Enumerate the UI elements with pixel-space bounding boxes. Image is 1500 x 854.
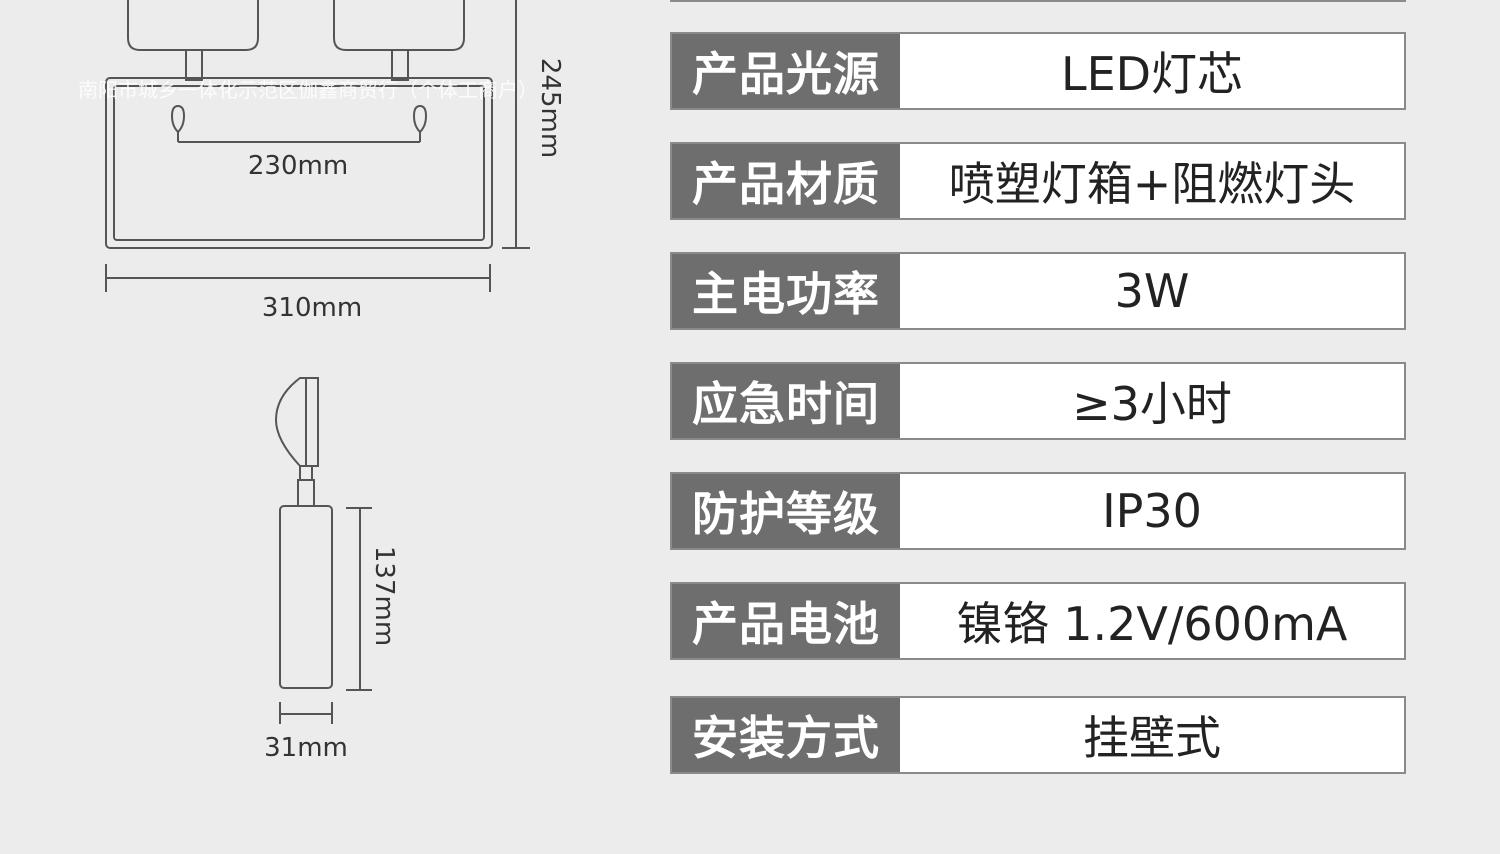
spec-value: 镍铬 1.2V/600mA: [956, 597, 1348, 651]
spec-row-installation: 安装方式 挂壁式: [670, 696, 1406, 774]
spec-value: LED灯芯: [1060, 47, 1244, 101]
spec-label: 主电功率: [672, 254, 900, 328]
side-body: [279, 505, 333, 689]
mount-width-label: 230mm: [248, 151, 348, 181]
side-lamp-head: [274, 377, 319, 467]
spec-label: 安装方式: [672, 698, 900, 772]
right-lamp-head: [333, 0, 465, 51]
product-dimension-diagram: 230mm 310mm 31mm 245mm 137mm: [105, 0, 565, 763]
depth-label: 31mm: [264, 733, 348, 763]
spec-value: IP30: [1102, 484, 1202, 538]
side-height-label: 137mm: [369, 546, 399, 646]
spec-label: 产品光源: [672, 34, 900, 108]
spec-value: 3W: [1114, 264, 1190, 318]
left-mount-hole: [170, 104, 186, 134]
spec-value: 挂壁式: [1083, 711, 1221, 765]
spec-label: 产品材质: [672, 144, 900, 218]
spec-label: 防护等级: [672, 474, 900, 548]
lamp-box-inner: [113, 85, 485, 241]
spec-row-protection: 防护等级 IP30: [670, 472, 1406, 550]
watermark-text: 南阳市城乡一体化示范区伽鑫商贸行（个体工商户）: [78, 78, 538, 102]
height-label: 245mm: [535, 58, 565, 158]
lamp-box-outer: [105, 77, 493, 249]
spec-row-light-source: 产品光源 LED灯芯: [670, 32, 1406, 110]
spec-label: 应急时间: [672, 364, 900, 438]
spec-label: 产品电池: [672, 584, 900, 658]
spec-value: 喷塑灯箱+阻燃灯头: [948, 157, 1356, 211]
left-lamp-head: [127, 0, 259, 51]
spec-row-power: 主电功率 3W: [670, 252, 1406, 330]
spec-row-material: 产品材质 喷塑灯箱+阻燃灯头: [670, 142, 1406, 220]
top-divider: [670, 0, 1406, 2]
spec-value: ≥3小时: [1072, 377, 1232, 431]
right-mount-hole: [412, 104, 428, 134]
spec-row-battery: 产品电池 镍铬 1.2V/600mA: [670, 582, 1406, 660]
width-label: 310mm: [262, 293, 362, 323]
spec-row-emergency-time: 应急时间 ≥3小时: [670, 362, 1406, 440]
